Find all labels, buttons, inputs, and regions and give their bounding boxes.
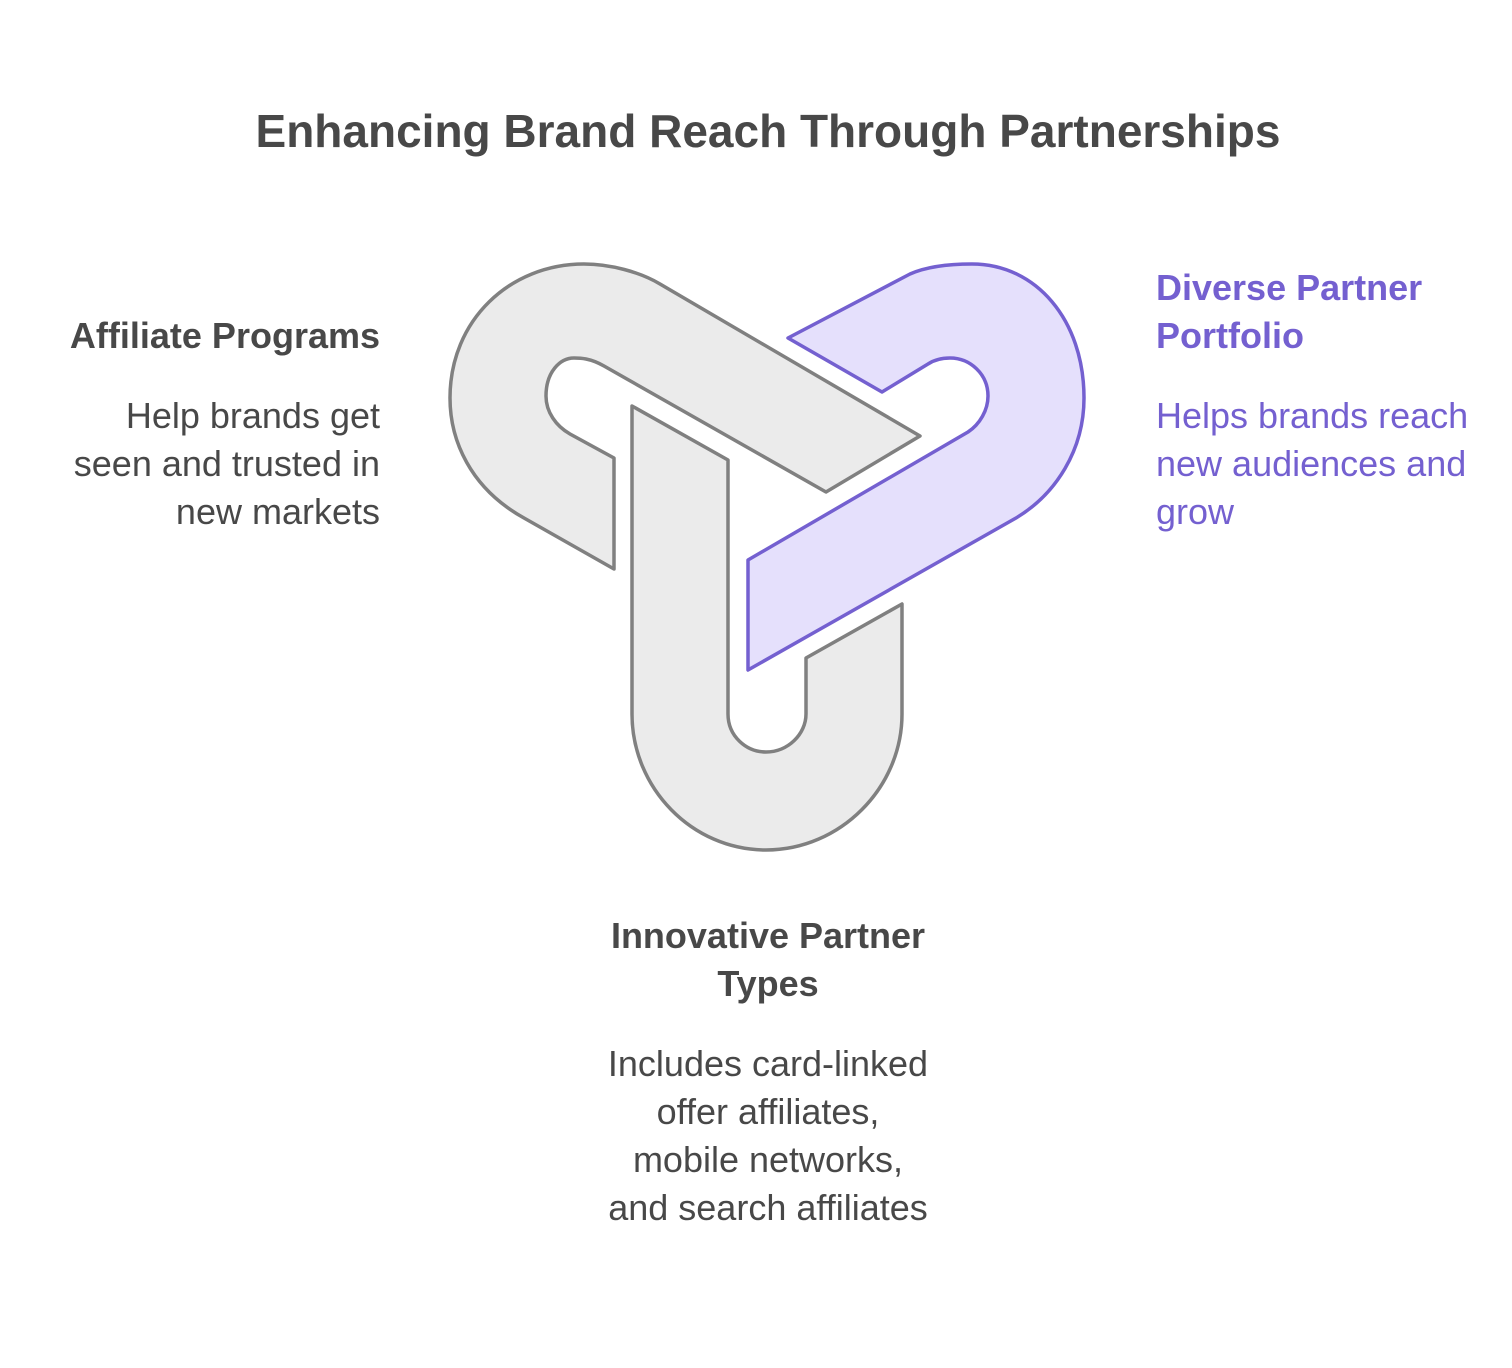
link-innovative-partner-types [630, 404, 904, 852]
item-heading: Innovative Partner Types [610, 915, 926, 1004]
item-description: Helps brands reach new audiences and gro… [1156, 395, 1469, 532]
item-heading: Diverse Partner Portfolio [1156, 267, 1423, 356]
item-description: Includes card-linked offer affiliates, m… [607, 1043, 929, 1228]
diagram-title: Enhancing Brand Reach Through Partnershi… [255, 105, 1281, 157]
item-diverse-partner-portfolio: Diverse Partner Portfolio Helps brands r… [1156, 264, 1476, 536]
item-heading: Affiliate Programs [69, 315, 380, 356]
item-innovative-partner-types: Innovative Partner Types Includes card-l… [600, 912, 936, 1232]
item-affiliate-programs: Affiliate Programs Help brands get seen … [40, 312, 380, 536]
link-diverse-partner-portfolio [746, 262, 1086, 672]
item-description: Help brands get seen and trusted in new … [73, 395, 380, 532]
link-affiliate-programs [448, 262, 922, 571]
